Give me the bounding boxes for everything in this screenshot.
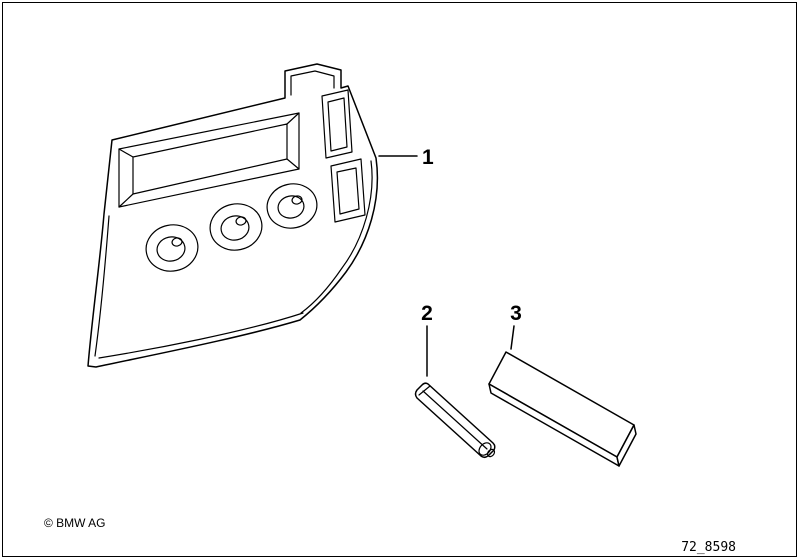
callout-3-leader-line xyxy=(510,325,515,350)
copyright-text: © BMW AG xyxy=(44,516,106,530)
plug-ridge-line xyxy=(422,390,488,450)
knob-hole-1-inner-ring xyxy=(156,236,186,262)
tab-inner-line xyxy=(290,70,335,96)
panel-outline xyxy=(87,63,379,368)
plug-top-bevel-line xyxy=(418,385,431,396)
plug-tip-pin xyxy=(486,448,496,458)
drawing-number: 72_8598 xyxy=(681,540,736,555)
vent-slot-outer xyxy=(330,158,366,223)
knob-hole-3-pin xyxy=(291,195,303,205)
callout-3-label: 3 xyxy=(510,302,522,325)
part-2-blind-plug xyxy=(414,382,496,459)
part-3-blanking-plate xyxy=(488,351,637,467)
part-1-trim-panel xyxy=(87,63,379,368)
callout-2: 2 xyxy=(421,302,433,377)
knob-hole-2-inner-ring xyxy=(220,215,250,241)
knob-hole-1 xyxy=(145,224,199,272)
upper-right-opening-outer xyxy=(321,89,353,159)
callout-1-label: 1 xyxy=(422,146,434,169)
knob-hole-1-outer-ring xyxy=(145,224,199,272)
knob-hole-2-outer-ring xyxy=(209,203,263,251)
knob-hole-1-pin xyxy=(171,237,183,247)
knob-hole-2-pin xyxy=(235,216,247,226)
knob-hole-2 xyxy=(209,203,263,251)
vent-slot-inner xyxy=(336,167,360,215)
callout-2-label: 2 xyxy=(421,302,433,325)
plug-end-cap xyxy=(478,442,492,456)
radio-opening-depth-lines xyxy=(118,112,300,208)
upper-right-opening-inner xyxy=(327,97,348,152)
callout-1: 1 xyxy=(378,146,434,169)
knob-hole-3-outer-ring xyxy=(266,183,318,229)
bottom-edge-inner-line xyxy=(98,312,304,359)
callout-3: 3 xyxy=(510,302,522,350)
right-edge-inner-line xyxy=(300,160,373,314)
knob-hole-3 xyxy=(266,183,318,229)
knob-hole-3-inner-ring xyxy=(277,195,305,219)
left-edge-inner-line xyxy=(94,215,110,357)
plate-right-edge xyxy=(616,424,637,467)
